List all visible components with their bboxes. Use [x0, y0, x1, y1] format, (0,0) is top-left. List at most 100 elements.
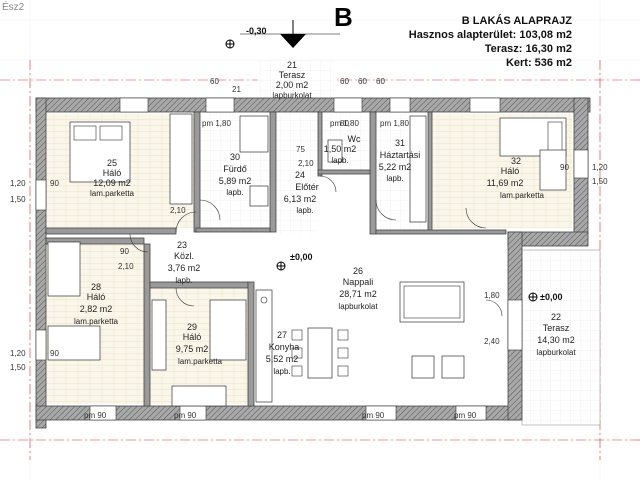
svg-text:pm 1,80: pm 1,80 — [330, 119, 359, 128]
svg-text:Háló: Háló — [103, 168, 122, 178]
armchair-1 — [411, 355, 435, 379]
bathtub — [239, 115, 269, 153]
furniture — [47, 113, 567, 407]
desk-29 — [171, 385, 227, 407]
room-23-label: 23 Közl. 3,76 m2 lapb. — [168, 240, 201, 285]
armchair-2 — [441, 355, 465, 379]
svg-text:1,50 m2: 1,50 m2 — [324, 144, 357, 154]
svg-text:Fürdő: Fürdő — [223, 164, 247, 174]
svg-text:2,10: 2,10 — [298, 159, 314, 168]
dimension-labels: pm 1,80 pm 1,80 pm 1,80 1,20 1,50 90 1,2… — [10, 77, 608, 420]
svg-text:Háló: Háló — [501, 166, 520, 176]
svg-text:5,89 m2: 5,89 m2 — [219, 176, 252, 186]
doors — [129, 175, 503, 317]
wardrobe-29 — [151, 299, 167, 371]
room-27-label: 27 Konyha 5,52 m2 lapb. — [266, 330, 300, 376]
room-31-label: 31 Háztartási 5,22 m2 lapb. — [379, 138, 421, 183]
svg-text:26: 26 — [353, 266, 363, 276]
svg-text:60: 60 — [358, 77, 367, 86]
dining-table — [307, 327, 333, 379]
bed-29 — [209, 299, 247, 361]
svg-text:32: 32 — [511, 156, 521, 166]
room-30-label: 30 Fürdő 5,89 m2 lapb. — [219, 152, 252, 197]
toilet — [327, 139, 343, 163]
svg-text:90: 90 — [120, 247, 129, 256]
svg-text:21: 21 — [287, 60, 297, 70]
svg-text:lam.parketta: lam.parketta — [74, 317, 119, 326]
terrace-22-floor — [521, 249, 601, 426]
svg-text:9,75 m2: 9,75 m2 — [176, 344, 209, 354]
svg-text:6,13 m2: 6,13 m2 — [284, 194, 317, 204]
svg-text:1,20: 1,20 — [592, 163, 608, 172]
svg-text:lapb.: lapb. — [296, 206, 313, 215]
svg-text:11,69 m2: 11,69 m2 — [487, 178, 524, 188]
svg-text:23: 23 — [177, 240, 187, 250]
svg-text:Háló: Háló — [87, 292, 106, 302]
corner-label: Ész2 — [2, 0, 25, 13]
terrace-level: ±0,00 — [540, 292, 562, 302]
svg-text:22: 22 — [551, 312, 561, 322]
svg-text:2,82 m2: 2,82 m2 — [80, 304, 113, 314]
room-32-label: 32 Háló 11,69 m2 lam.parketta — [487, 156, 545, 200]
svg-text:28: 28 — [91, 282, 101, 292]
shelf-31 — [409, 115, 427, 223]
svg-text:pm 1,80: pm 1,80 — [380, 119, 409, 128]
room-22-label: 22 Terasz 14,30 m2 lapburkolat — [536, 312, 576, 357]
svg-text:lam.parketta: lam.parketta — [90, 189, 135, 198]
svg-text:24: 24 — [295, 170, 305, 180]
svg-text:5,52 m2: 5,52 m2 — [266, 354, 299, 364]
top-level: -0,30 — [246, 26, 267, 36]
svg-text:Előtér: Előtér — [295, 182, 319, 192]
svg-text:Közl.: Közl. — [174, 251, 194, 261]
svg-text:Terasz: Terasz — [279, 70, 306, 80]
svg-text:Nappali: Nappali — [343, 277, 374, 287]
room-21-label: 21 Terasz 2,00 m2 lapburkolat — [272, 60, 312, 100]
center-level: ±0,00 — [290, 252, 312, 262]
svg-text:90: 90 — [560, 163, 569, 172]
svg-text:lapb.: lapb. — [386, 174, 403, 183]
svg-text:Háló: Háló — [183, 332, 202, 342]
svg-text:90: 90 — [50, 349, 59, 358]
svg-text:27: 27 — [277, 330, 287, 340]
svg-text:60: 60 — [210, 77, 219, 86]
svg-text:2,40: 2,40 — [484, 337, 500, 346]
kitchen-counter — [255, 289, 273, 403]
svg-text:21: 21 — [232, 85, 241, 94]
svg-text:lapb.: lapb. — [175, 276, 192, 285]
svg-text:lapburkolat: lapburkolat — [338, 302, 378, 311]
svg-text:3,76 m2: 3,76 m2 — [168, 263, 201, 273]
room-24-floor — [276, 114, 318, 234]
svg-text:1,20: 1,20 — [10, 349, 26, 358]
svg-text:1,50: 1,50 — [10, 363, 26, 372]
terrace-21-floor — [258, 60, 334, 100]
svg-text:pm 90: pm 90 — [174, 411, 197, 420]
svg-text:2,10: 2,10 — [118, 262, 134, 271]
windows — [35, 97, 589, 421]
svg-text:28,71 m2: 28,71 m2 — [339, 289, 377, 299]
useful-area: Hasznos alapterület: 103,08 m2 — [409, 29, 572, 41]
svg-text:29: 29 — [187, 322, 197, 332]
svg-text:30: 30 — [230, 152, 240, 162]
room-25-label: 25 Háló 12,09 m2 lam.parketta — [90, 158, 135, 198]
svg-text:80: 80 — [340, 119, 349, 128]
svg-text:75: 75 — [296, 145, 305, 154]
section-marker — [240, 20, 340, 48]
wardrobe-25 — [169, 113, 193, 205]
svg-text:lapburkolat: lapburkolat — [272, 91, 312, 100]
svg-text:Wc: Wc — [348, 134, 361, 144]
svg-text:90: 90 — [50, 179, 59, 188]
svg-text:lapburkolat: lapburkolat — [536, 348, 576, 357]
inner-walls — [45, 111, 507, 407]
svg-text:25: 25 — [107, 158, 117, 168]
svg-text:lapb.: lapb. — [226, 188, 243, 197]
svg-text:1,20: 1,20 — [10, 179, 26, 188]
svg-text:1,50: 1,50 — [10, 195, 26, 204]
room-28-label: 28 Háló 2,82 m2 lam.parketta — [74, 282, 119, 326]
terrace-area: Terasz: 16,30 m2 — [485, 43, 572, 55]
building-letter: B — [334, 2, 353, 32]
room-wc-label: Wc 1,50 m2 lapb. — [324, 134, 361, 165]
level-symbols — [225, 39, 538, 302]
room-26-label: 26 Nappali 28,71 m2 lapburkolat — [338, 266, 378, 311]
sofa — [399, 281, 465, 323]
svg-text:Konyha: Konyha — [269, 342, 300, 352]
